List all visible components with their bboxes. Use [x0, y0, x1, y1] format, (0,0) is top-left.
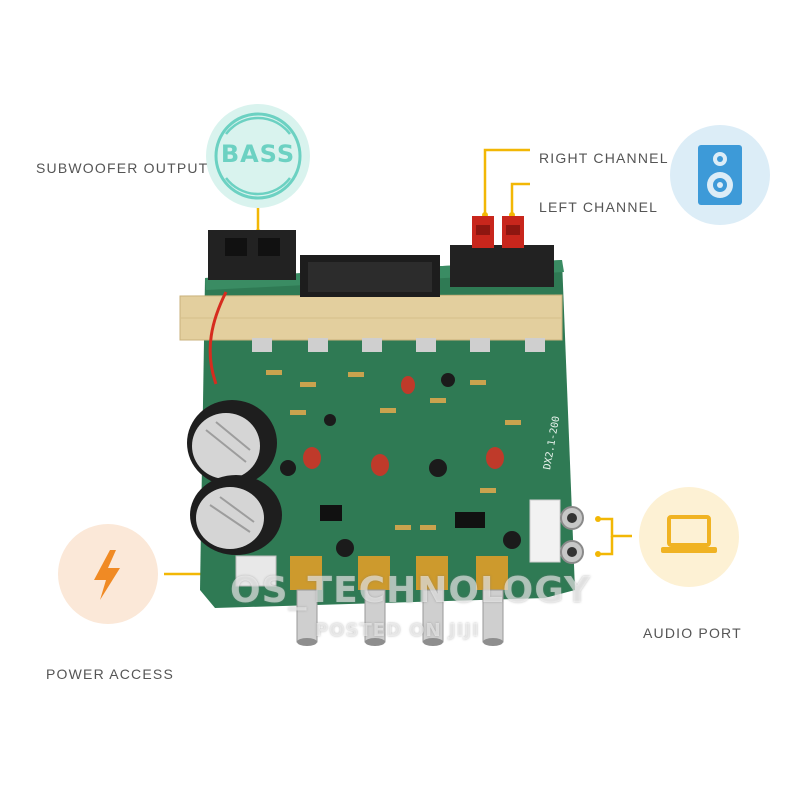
subwoofer-terminal — [208, 230, 296, 280]
lightning-bolt-icon-badge — [58, 524, 158, 624]
potentiometers — [290, 556, 508, 646]
speaker-icon-badge — [670, 125, 770, 225]
laptop-icon — [661, 515, 717, 553]
transistors — [252, 338, 545, 352]
ic-chip — [320, 505, 342, 521]
left-channel-label: LEFT CHANNEL — [539, 199, 659, 215]
subwoofer-output-label: SUBWOOFER OUTPUT — [36, 160, 209, 176]
audio-port-label: AUDIO PORT — [643, 625, 742, 641]
power-access-label: POWER ACCESS — [46, 666, 174, 682]
left-channel-connector-line — [510, 182, 530, 215]
bass-icon: BASS — [206, 104, 310, 208]
watermark-line1: OS_TECHNOLOGY — [230, 570, 592, 611]
audio-port-connector-top — [598, 517, 632, 538]
watermark-line2: POSTED ON JIJI — [315, 620, 480, 641]
speaker-icon — [698, 145, 742, 205]
right-channel-label: RIGHT CHANNEL — [539, 150, 669, 166]
bass-badge-text: BASS — [220, 140, 296, 168]
laptop-icon-badge — [639, 487, 739, 587]
speaker-terminal — [450, 245, 554, 287]
right-channel-connector-line — [483, 148, 530, 215]
filter-capacitors — [187, 400, 282, 555]
audio-input-jacks — [529, 499, 584, 564]
ic-chip-2 — [455, 512, 485, 528]
power-connector — [235, 555, 277, 587]
lightning-bolt-icon — [94, 550, 120, 600]
